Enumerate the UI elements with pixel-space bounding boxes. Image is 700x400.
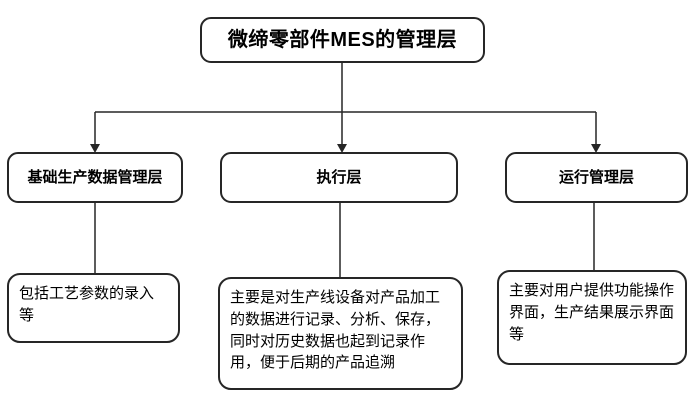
node-basic-production-data-layer: 基础生产数据管理层 bbox=[7, 152, 183, 203]
desc-operation-management-layer: 主要对用户提供功能操作界面，生产结果展示界面等 bbox=[497, 270, 687, 365]
arrow-down-icon bbox=[591, 144, 601, 153]
desc-text: 包括工艺参数的录入等 bbox=[19, 285, 155, 324]
root-title-label: 微缔零部件MES的管理层 bbox=[227, 29, 458, 51]
desc-basic-production-data-layer: 包括工艺参数的录入等 bbox=[7, 273, 180, 343]
desc-text: 主要是对生产线设备对产品加工的数据进行记录、分析、保存，同时对历史数据也起到记录… bbox=[230, 289, 441, 372]
node-root-title: 微缔零部件MES的管理层 bbox=[200, 17, 485, 63]
node-execution-layer: 执行层 bbox=[220, 152, 458, 203]
arrow-down-icon bbox=[337, 144, 347, 153]
arrow-down-icon bbox=[90, 144, 100, 153]
desc-text: 主要对用户提供功能操作界面，生产结果展示界面等 bbox=[509, 282, 675, 343]
layer-label: 执行层 bbox=[316, 168, 362, 186]
node-operation-management-layer: 运行管理层 bbox=[505, 152, 688, 203]
desc-execution-layer: 主要是对生产线设备对产品加工的数据进行记录、分析、保存，同时对历史数据也起到记录… bbox=[218, 277, 463, 390]
layer-label: 基础生产数据管理层 bbox=[27, 168, 163, 186]
layer-label: 运行管理层 bbox=[558, 168, 634, 186]
